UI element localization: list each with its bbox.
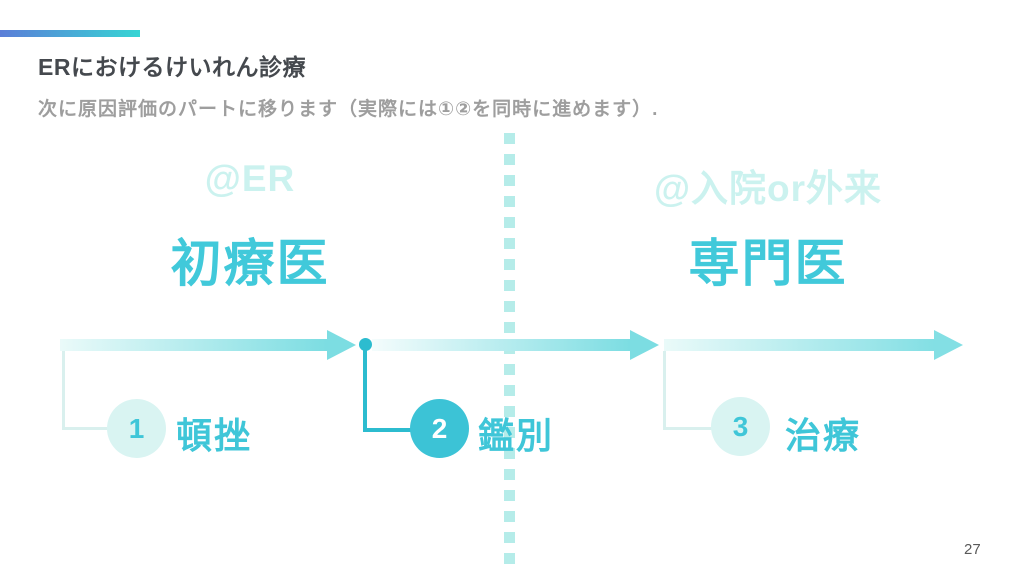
slide-title: ERにおけるけいれん診療 [38, 54, 306, 80]
step-1-number: 1 [128, 412, 145, 444]
step-1-number-badge: 1 [107, 399, 166, 458]
connector-elbow-step-2 [363, 346, 412, 432]
step-1-label: 頓挫 [176, 415, 253, 456]
step-2-label: 鑑別 [478, 415, 555, 456]
step-2-number-badge: 2 [410, 399, 469, 458]
connector-elbow-step-3 [663, 351, 712, 430]
step-3-label: 治療 [785, 415, 862, 456]
right-section-location: @入院or外来 [653, 168, 883, 209]
flow-arrow-2-head-icon [630, 330, 659, 360]
flow-arrow-3-head-icon [934, 330, 963, 360]
flow-arrow-3-bar [664, 339, 934, 351]
step-3-number: 3 [732, 410, 749, 442]
slide-subtitle: 次に原因評価のパートに移ります（実際には①②を同時に進めます）. [38, 99, 659, 120]
right-section-role: 専門医 [688, 235, 848, 292]
step-2-number: 2 [431, 412, 448, 444]
title-accent-bar [0, 30, 140, 37]
left-section-role: 初療医 [170, 235, 330, 292]
flow-arrow-2-bar [372, 339, 630, 351]
page-number: 27 [964, 541, 981, 558]
left-section-location: @ER [204, 158, 296, 199]
branch-dot [359, 338, 372, 351]
flow-arrow-1-head-icon [327, 330, 356, 360]
connector-elbow-step-1 [62, 351, 107, 430]
flow-arrow-1-bar [60, 339, 327, 351]
step-3-number-badge: 3 [711, 397, 770, 456]
